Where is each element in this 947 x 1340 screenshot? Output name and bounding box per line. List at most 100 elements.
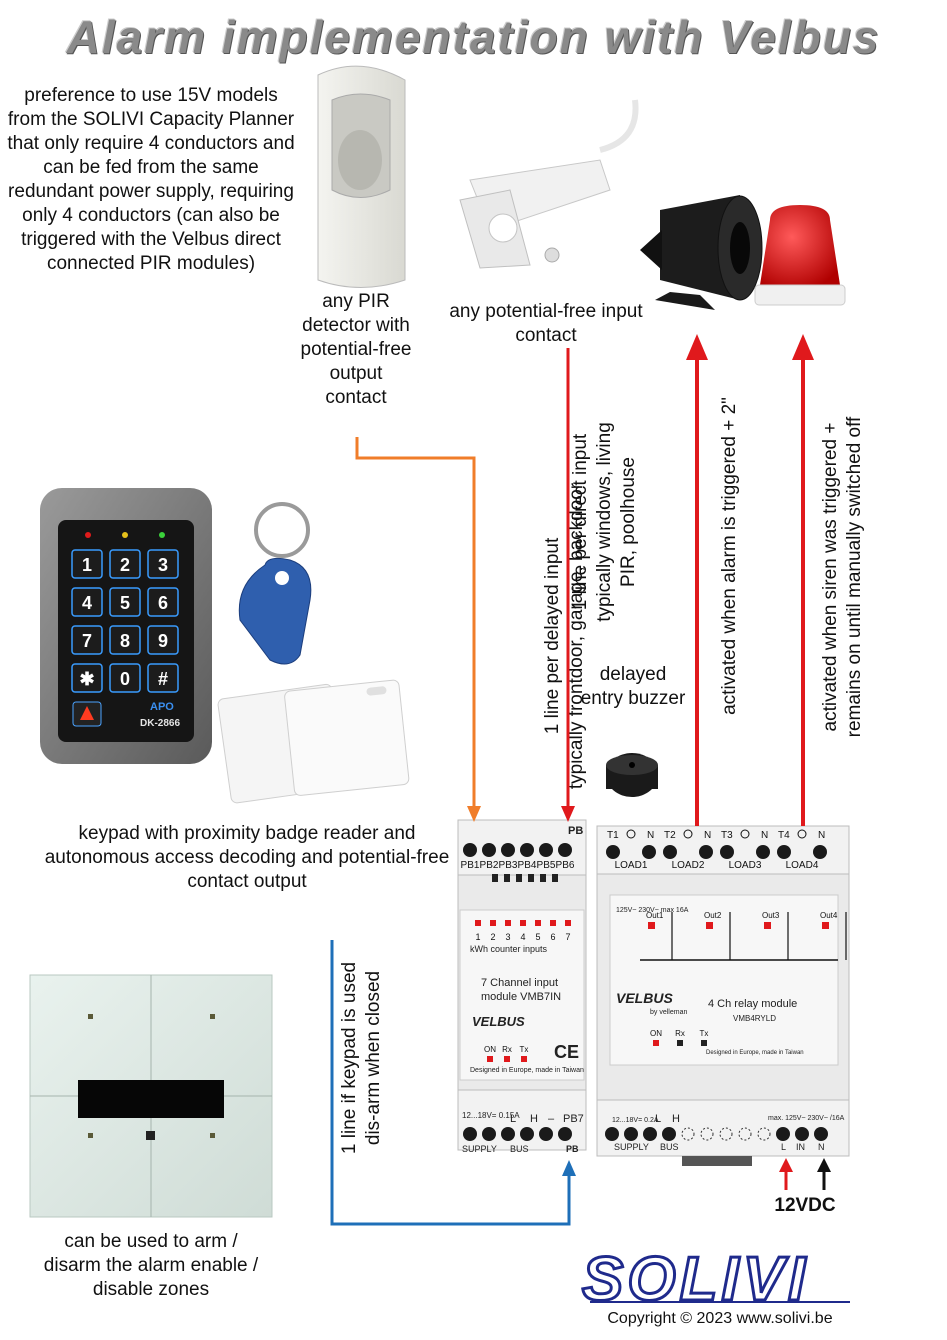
terminal-unused xyxy=(757,1127,771,1141)
relay-bottom-bus: BUS xyxy=(660,1142,679,1152)
terminal-screw xyxy=(482,1127,496,1141)
pir-connection-line xyxy=(355,437,476,818)
keypad-key-label: 7 xyxy=(82,631,92,651)
relay-output-label: Out1 xyxy=(646,911,664,920)
input-brand: VELBUS xyxy=(472,1014,525,1029)
terminal-screw xyxy=(501,1127,515,1141)
input-top-pb: PB xyxy=(568,825,583,837)
terminal-screw xyxy=(720,845,734,859)
terminal-screw xyxy=(539,1127,553,1141)
relay-output-label: Out2 xyxy=(704,911,722,920)
vent-slot xyxy=(516,874,522,882)
input-bottom-voltage: 12...18V= 0.15A xyxy=(462,1111,520,1120)
lamp-symbol xyxy=(740,829,750,839)
relay-output-label: Out4 xyxy=(820,911,838,920)
status-led-label: ON xyxy=(650,1029,662,1038)
terminal-screw xyxy=(795,1127,809,1141)
terminal-screw xyxy=(663,845,677,859)
magnetic-contact-image xyxy=(459,99,639,269)
keypad-key xyxy=(147,549,179,579)
terminal-screw xyxy=(558,1127,572,1141)
input-terminal-label: PB5 xyxy=(537,860,556,871)
input-ce: CE xyxy=(554,1042,579,1062)
channel-number: 5 xyxy=(535,932,540,942)
status-led xyxy=(677,1040,683,1046)
terminal-screw xyxy=(463,843,477,857)
siren-connection-arrowhead xyxy=(686,334,708,360)
keypad-key xyxy=(147,587,179,617)
lamp-symbol xyxy=(683,829,693,839)
buzzer-image xyxy=(606,753,658,797)
input-bottom-h: H xyxy=(530,1113,538,1125)
input-bottom-terminals xyxy=(463,1127,572,1141)
keypad-key xyxy=(71,625,103,655)
pir-label: any PIR detector with potential-free out… xyxy=(300,291,412,408)
keypad-key xyxy=(71,549,103,579)
keypad-key-label: 2 xyxy=(120,555,130,575)
relay-bottom-in: IN xyxy=(796,1142,805,1152)
channel-number: 6 xyxy=(550,932,555,942)
pir-detector-image xyxy=(317,65,406,288)
keypad-key xyxy=(147,663,179,693)
relay-designed: Designed in Europe, made in Taiwan xyxy=(706,1050,804,1056)
status-led-label: Rx xyxy=(502,1045,512,1054)
input-terminal-label: PB1 xyxy=(461,860,480,871)
keypad-key xyxy=(147,625,179,655)
terminal-screw xyxy=(814,1127,828,1141)
lamp-symbol xyxy=(626,829,636,839)
keypad-connection-line xyxy=(330,940,571,1226)
relay-bottom-l: L xyxy=(655,1113,661,1125)
relay-n-label: N xyxy=(818,830,825,841)
channel-led xyxy=(505,920,511,926)
keypad-connection-arrowhead xyxy=(562,1160,576,1176)
relay-channel-label: T3 xyxy=(721,830,733,841)
status-led xyxy=(521,1056,527,1062)
power-plus-arrowhead xyxy=(779,1158,793,1172)
channel-led xyxy=(550,920,556,926)
status-led xyxy=(701,1040,707,1046)
input-name-line2: module VMB7IN xyxy=(481,991,561,1003)
terminal-screw xyxy=(643,1127,657,1141)
keypad-model: DK-2866 xyxy=(140,718,180,729)
relay-channel-label: T4 xyxy=(778,830,790,841)
glass-touch-panel xyxy=(29,974,273,1218)
power-minus-arrowhead xyxy=(817,1158,831,1172)
relay-n-label: N xyxy=(704,830,711,841)
flash-connection-arrowhead xyxy=(792,334,814,360)
input-bottom-l: L xyxy=(510,1113,516,1125)
vent-slot xyxy=(504,874,510,882)
status-led xyxy=(504,1056,510,1062)
terminal-screw xyxy=(463,1127,477,1141)
relay-rating: 125V~ 230V~ max 16A xyxy=(616,907,689,914)
channel-number: 2 xyxy=(490,932,495,942)
contact-label: any potential-free input contact xyxy=(449,301,643,346)
input-bottom-minus: – xyxy=(548,1113,555,1125)
relay-load-label: LOAD4 xyxy=(786,860,819,871)
keypad-key-label: 9 xyxy=(158,631,168,651)
channel-number: 7 xyxy=(565,932,570,942)
relay-load-label: LOAD1 xyxy=(615,860,648,871)
channel-led xyxy=(565,920,571,926)
relay-n-label: N xyxy=(647,830,654,841)
status-led-label: Rx xyxy=(675,1029,685,1038)
contact-connection-arrowhead xyxy=(561,806,575,822)
keypad-key-label: ✱ xyxy=(79,669,94,689)
status-led xyxy=(653,1040,659,1046)
status-led-label: ON xyxy=(484,1045,496,1054)
channel-number: 3 xyxy=(505,932,510,942)
terminal-unused xyxy=(719,1127,733,1141)
terminal-screw xyxy=(606,845,620,859)
vent-slot xyxy=(552,874,558,882)
relay-output-led xyxy=(648,922,655,929)
terminal-screw xyxy=(520,843,534,857)
siren-image xyxy=(640,195,763,310)
terminal-screw xyxy=(482,843,496,857)
terminal-screw xyxy=(662,1127,676,1141)
buzzer-label: delayed entry buzzer xyxy=(580,664,686,709)
